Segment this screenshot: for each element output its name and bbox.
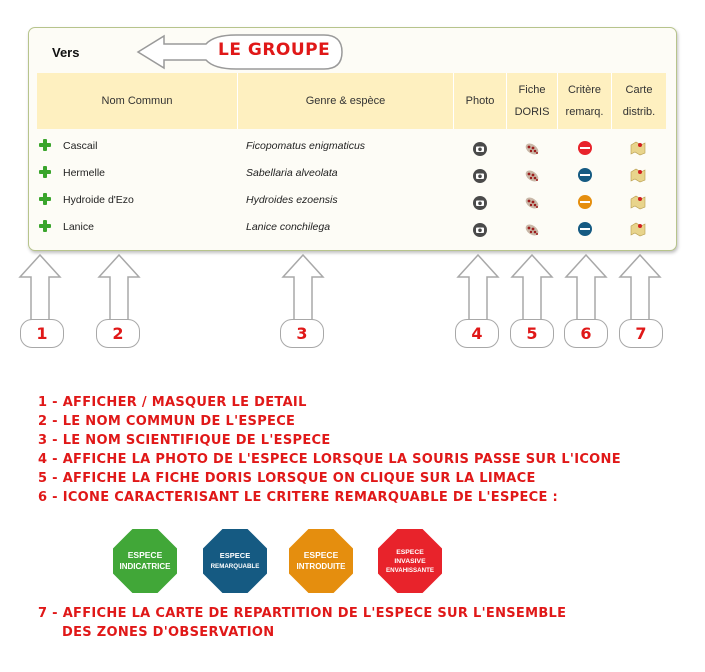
arrow-up-icon xyxy=(282,254,324,324)
map-icon[interactable] xyxy=(630,195,646,210)
callout-number-3: 3 xyxy=(280,319,324,348)
common-name-cell: Hydroide d'Ezo xyxy=(63,194,134,206)
doris-slug-icon[interactable] xyxy=(523,141,541,157)
svg-text:REMARQUABLE: REMARQUABLE xyxy=(211,563,260,570)
arrow-up-icon xyxy=(619,254,661,324)
col-header-photo[interactable]: Photo xyxy=(454,73,507,129)
svg-text:ESPECE: ESPECE xyxy=(304,550,339,560)
species-name-cell: Hydroides ezoensis xyxy=(246,194,338,206)
criteria-invasive-icon xyxy=(578,141,592,155)
callout-number-5: 5 xyxy=(510,319,554,348)
pointer-arrows xyxy=(19,254,661,324)
callout-number-2: 2 xyxy=(96,319,140,348)
legend-line-1: 1 - AFFICHER / MASQUER LE DETAIL xyxy=(38,395,307,410)
expand-plus-icon[interactable] xyxy=(39,139,51,151)
row-3-icons xyxy=(473,195,646,211)
badge-remarquable: ESPECE REMARQUABLE xyxy=(201,527,269,595)
legend-line-4: 4 - AFFICHE LA PHOTO DE L'ESPECE LORSQUE… xyxy=(38,452,621,467)
doris-slug-icon[interactable] xyxy=(523,195,541,211)
expand-plus-icon[interactable] xyxy=(39,220,51,232)
arrow-up-icon xyxy=(98,254,140,324)
doris-slug-icon[interactable] xyxy=(523,222,541,238)
criteria-badges: ESPECE INDICATRICE ESPECE REMARQUABLE ES… xyxy=(111,527,444,595)
svg-text:INVASIVE: INVASIVE xyxy=(394,558,426,565)
svg-text:INDICATRICE: INDICATRICE xyxy=(120,562,172,571)
criteria-introduite-icon xyxy=(578,195,592,209)
callout-number-6: 6 xyxy=(564,319,608,348)
common-name-cell: Cascail xyxy=(63,140,98,152)
badge-introduite: ESPECE INTRODUITE xyxy=(287,527,355,595)
group-title: Vers xyxy=(52,45,80,60)
svg-text:ESPECE: ESPECE xyxy=(128,550,163,560)
row-2-icons xyxy=(473,168,646,184)
map-icon[interactable] xyxy=(630,222,646,237)
criteria-remarquable-icon xyxy=(578,222,592,236)
callout-number-1: 1 xyxy=(20,319,64,348)
svg-text:ESPECE: ESPECE xyxy=(220,551,250,560)
camera-icon[interactable] xyxy=(473,169,487,183)
svg-text:ESPECE: ESPECE xyxy=(396,549,424,556)
row-1-icons xyxy=(473,141,646,157)
map-icon[interactable] xyxy=(630,168,646,183)
criteria-remarquable-icon xyxy=(578,168,592,182)
doris-slug-icon[interactable] xyxy=(523,168,541,184)
species-name-cell: Sabellaria alveolata xyxy=(246,167,338,179)
legend-line-2: 2 - LE NOM COMMUN DE L'ESPECE xyxy=(38,414,296,429)
camera-icon[interactable] xyxy=(473,196,487,210)
common-name-cell: Hermelle xyxy=(63,167,106,179)
species-table-panel xyxy=(28,27,677,251)
species-name-cell: Lanice conchilega xyxy=(246,221,331,233)
camera-icon[interactable] xyxy=(473,223,487,237)
map-icon[interactable] xyxy=(630,141,646,156)
col-header-common-name[interactable]: Nom Commun xyxy=(37,73,238,129)
arrow-up-icon xyxy=(457,254,499,324)
expand-plus-icon[interactable] xyxy=(39,166,51,178)
common-name-cell: Lanice xyxy=(63,221,94,233)
arrow-up-icon xyxy=(19,254,61,324)
badge-invasive: ESPECE INVASIVE ENVAHISSANTE xyxy=(376,527,444,595)
badge-indicatrice: ESPECE INDICATRICE xyxy=(111,527,179,595)
species-name-cell: Ficopomatus enigmaticus xyxy=(246,140,366,152)
legend-line-6: 6 - ICONE CARACTERISANT LE CRITERE REMAR… xyxy=(38,490,558,505)
legend-line-7: 7 - AFFICHE LA CARTE DE REPARTITION DE L… xyxy=(38,606,567,621)
row-4-icons xyxy=(473,222,646,238)
camera-icon[interactable] xyxy=(473,142,487,156)
legend-line-5: 5 - AFFICHE LA FICHE DORIS LORSQUE ON CL… xyxy=(38,471,536,486)
row-icons-layer xyxy=(473,141,646,238)
svg-text:INTRODUITE: INTRODUITE xyxy=(297,562,347,571)
arrow-up-icon xyxy=(511,254,553,324)
expand-plus-icon[interactable] xyxy=(39,193,51,205)
col-header-genus-species[interactable]: Genre & espèce xyxy=(238,73,454,129)
group-callout-label: LE GROUPE xyxy=(218,40,331,60)
callout-number-4: 4 xyxy=(455,319,499,348)
arrow-up-icon xyxy=(565,254,607,324)
legend-line-8: DES ZONES D'OBSERVATION xyxy=(62,625,275,640)
callout-number-7: 7 xyxy=(619,319,663,348)
group-callout-arrow xyxy=(136,34,343,70)
legend-line-3: 3 - LE NOM SCIENTIFIQUE DE L'ESPECE xyxy=(38,433,331,448)
svg-text:ENVAHISSANTE: ENVAHISSANTE xyxy=(386,567,434,574)
